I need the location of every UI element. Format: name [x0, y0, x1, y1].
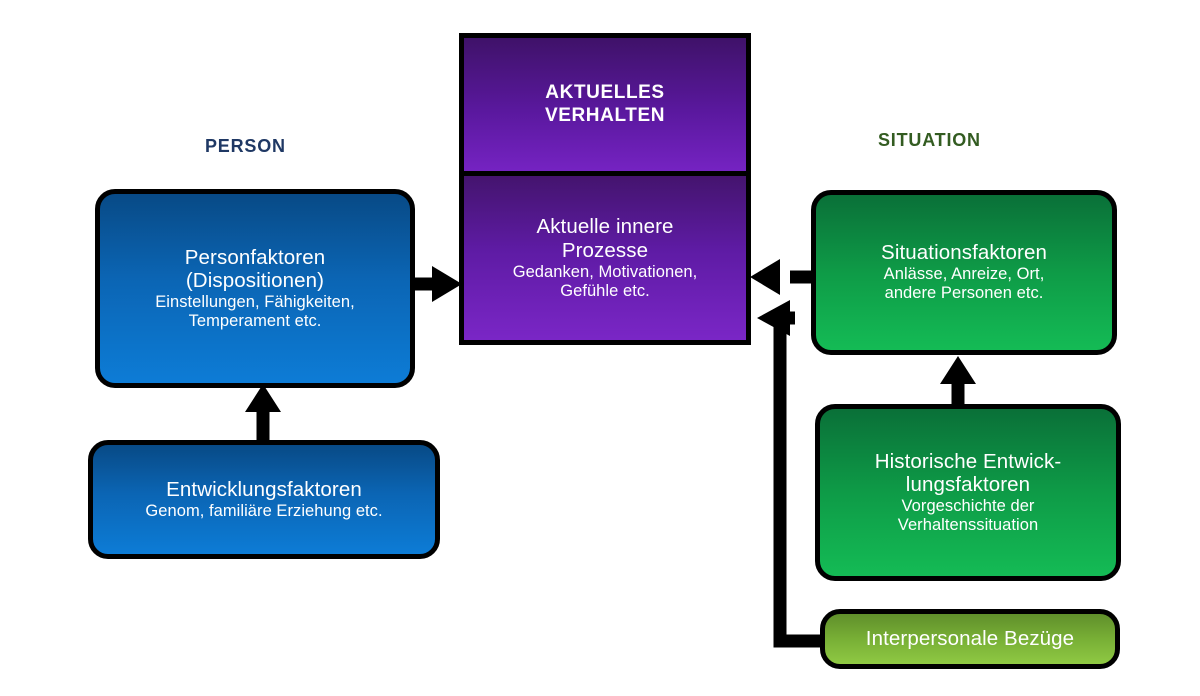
person-factors-sub1: Einstellungen, Fähigkeiten, [155, 293, 355, 312]
person-factors-line1: Personfaktoren [184, 245, 326, 269]
historic-factors-sub2: Verhaltenssituation [897, 516, 1039, 535]
behaviour-body-line2: Prozesse [561, 238, 649, 262]
behaviour-header-line2: VERHALTEN [544, 104, 666, 126]
arrow-person-to-behaviour [415, 266, 462, 302]
historic-factors-sub1: Vorgeschichte der [901, 497, 1035, 516]
arrow-interpersonal-to-behaviour [757, 300, 820, 648]
arrow-situation-to-behaviour [750, 259, 811, 295]
person-factors-line2: (Dispositionen) [185, 269, 325, 293]
arrow-development-to-person [245, 384, 281, 440]
behaviour-header-line1: AKTUELLES [545, 82, 665, 104]
node-interpersonale-bezuege[interactable]: Interpersonale Bezüge [820, 609, 1120, 669]
caption-person: PERSON [205, 136, 286, 156]
arrow-historic-to-situation [940, 356, 976, 404]
behaviour-body-sub2: Gefühle etc. [560, 281, 650, 300]
historic-factors-line1: Historische Entwick- [874, 449, 1062, 473]
person-factors-sub2: Temperament etc. [188, 312, 322, 331]
node-entwicklungsfaktoren[interactable]: Entwicklungsfaktoren Genom, familiäre Er… [88, 440, 440, 559]
node-historische-entwicklungsfaktoren[interactable]: Historische Entwick- lungsfaktoren Vorge… [815, 404, 1121, 581]
situation-factors-sub1: Anlässe, Anreize, Ort, [883, 265, 1045, 284]
behaviour-body-sub1: Gedanken, Motivationen, [512, 262, 698, 281]
dev-factors-sub1: Genom, familiäre Erziehung etc. [145, 501, 383, 520]
node-situationsfaktoren[interactable]: Situationsfaktoren Anlässe, Anreize, Ort… [811, 190, 1117, 355]
situation-factors-sub2: andere Personen etc. [884, 284, 1044, 303]
caption-situation: SITUATION [878, 130, 981, 150]
node-aktuelles-verhalten-header[interactable]: AKTUELLES VERHALTEN [459, 33, 751, 176]
historic-factors-line2: lungsfaktoren [905, 473, 1031, 497]
situation-factors-line1: Situationsfaktoren [881, 241, 1047, 265]
interpersonal-line1: Interpersonale Bezüge [865, 627, 1075, 651]
dev-factors-line1: Entwicklungsfaktoren [166, 478, 362, 502]
behaviour-body-line1: Aktuelle innere [536, 215, 674, 239]
node-aktuelle-innere-prozesse[interactable]: Aktuelle innere Prozesse Gedanken, Motiv… [459, 176, 751, 345]
node-personfaktoren[interactable]: Personfaktoren (Dispositionen) Einstellu… [95, 189, 415, 388]
